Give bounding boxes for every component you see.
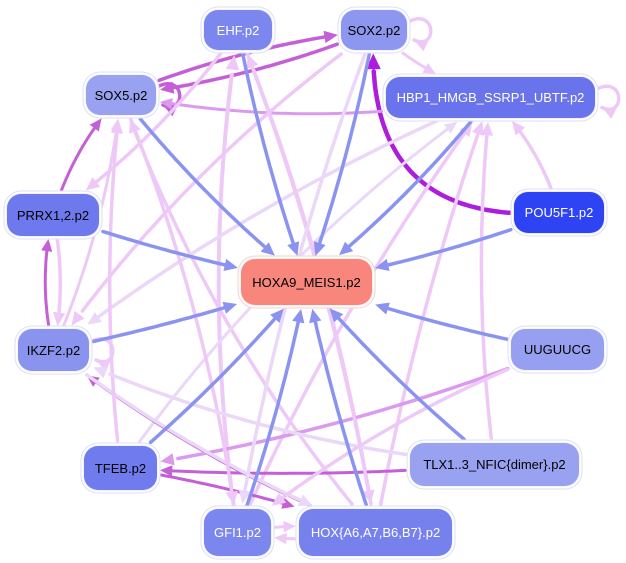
edge-gfi1-hbp1 (248, 129, 468, 507)
edge-gfi1-hoxa9-arrowhead (292, 308, 305, 324)
edge-hox-hbp1-arrowhead (472, 121, 484, 136)
edge-ikzf2-prrx-arrowhead (41, 239, 53, 252)
self-loop-sox2-arrowhead (414, 40, 429, 52)
edge-uug-hoxa9-arrowhead (375, 302, 390, 315)
edge-sox5-sox2-arrowhead (323, 30, 338, 44)
edge-hox-hoxa9-arrowhead (309, 308, 322, 324)
edge-ehf-hoxa9 (241, 52, 296, 247)
edge-gfi1-ehf-arrowhead (225, 55, 240, 71)
edge-sox5-gfi1-arrowhead (225, 490, 238, 505)
node-uug[interactable]: UUGUUCG (510, 328, 605, 371)
edge-ikzf2-hox-arrowhead (297, 494, 313, 506)
edge-tfeb-hoxa9-arrowhead (270, 308, 284, 323)
self-loop-hbp1-arrowhead (602, 107, 617, 119)
edge-hbp1-ikzf2 (97, 119, 438, 319)
edge-tlx-hbp1 (479, 134, 494, 440)
edge-ehf-hox-arrowhead (362, 489, 375, 504)
edge-tfeb-hox (159, 473, 284, 505)
edge-pou5f1-sox2-arrowhead (366, 53, 381, 70)
edge-hbp1-hoxa9 (347, 119, 473, 249)
edge-pou5f1-hoxa9-arrowhead (375, 258, 390, 272)
edge-tlx-tfeb-arrowhead (160, 465, 173, 477)
edge-prrx-sox5 (59, 125, 97, 193)
edge-hbp1-sox5-arrowhead (159, 98, 173, 110)
edge-gfi1-hoxa9 (245, 318, 301, 507)
edge-sox2-ikzf2-arrowhead (71, 310, 85, 326)
self-loop-hbp1 (596, 84, 621, 112)
edge-sox2-hoxa9-arrowhead (313, 241, 326, 256)
edge-tfeb-sox5 (107, 132, 120, 443)
edge-tlx-ikzf2-arrowhead (93, 366, 109, 379)
edge-prrx-hoxa9-arrowhead (223, 258, 238, 272)
edge-tfeb-hoxa9 (148, 315, 278, 445)
edge-sox5-hoxa9 (138, 117, 266, 248)
edge-gfi1-ehf (216, 72, 236, 507)
edge-uug-gfi1 (279, 367, 510, 501)
edge-gfi1-hox (272, 525, 286, 529)
edge-uug-hoxa9 (387, 307, 510, 342)
node-ikzf2[interactable]: IKZF2.p2 (17, 328, 90, 372)
node-gfi1[interactable]: GFI1.p2 (203, 508, 272, 557)
edge-sox5-gfi1 (128, 116, 234, 495)
edge-tlx-hoxa9 (335, 315, 466, 442)
edge-hox-sox5 (132, 127, 354, 506)
edge-tfeb-hox-arrowhead (281, 497, 295, 509)
node-pou5f1[interactable]: POU5F1.p2 (513, 191, 605, 234)
edge-sox2-hbp1 (401, 51, 428, 70)
edge-prrx-ikzf2 (55, 237, 63, 317)
edge-sox2-hoxa9 (317, 52, 372, 247)
edge-ikzf2-hoxa9-arrowhead (222, 301, 238, 314)
node-prrx[interactable]: PRRX1,2.p2 (6, 193, 100, 237)
edge-ehf-prrx (93, 51, 223, 185)
edge-tfeb-hbp1-arrowhead (444, 121, 458, 134)
edge-sox5-sox2 (157, 35, 327, 83)
edge-ikzf2-hox (84, 372, 304, 503)
edge-hbp1-ikzf2-arrowhead (87, 311, 102, 325)
edge-hox-hoxa9 (313, 318, 369, 507)
edge-pou5f1-hoxa9 (386, 227, 513, 267)
edge-sox2-sox5 (169, 42, 339, 90)
edge-pou5f1-hbp1-arrowhead (512, 121, 526, 136)
node-tlx[interactable]: TLX1..3_NFIC{dimer}.p2 (409, 442, 580, 487)
edge-hbp1-hoxa9-arrowhead (339, 241, 354, 256)
self-loop-ikzf2-arrowhead (96, 360, 111, 372)
edge-prrx-ikzf2-arrowhead (52, 311, 66, 326)
edge-sox5-hoxa9-arrowhead (260, 242, 275, 256)
edge-ikzf2-hoxa9 (91, 305, 228, 344)
edge-ikzf2-prrx (43, 248, 51, 327)
edge-hbp1-sox5 (168, 101, 384, 116)
edge-prrx-hoxa9 (101, 229, 229, 268)
edge-tlx-hbp1-arrowhead (480, 121, 494, 136)
edge-sox2-sox5-arrowhead (160, 81, 175, 94)
edge-uug-tfeb-arrowhead (160, 453, 175, 466)
edge-sox2-ikzf2 (80, 52, 343, 313)
edge-ehf-prrx-arrowhead (85, 177, 101, 191)
edge-ikzf2-sox5-arrowhead (110, 118, 123, 132)
edge-uug-gfi1-arrowhead (271, 492, 287, 506)
edge-uug-tfeb (176, 366, 510, 461)
edge-ehf-hoxa9-arrowhead (287, 241, 300, 256)
edge-gfi1-hox-arrowhead (283, 520, 296, 533)
edge-tlx-hoxa9-arrowhead (329, 308, 344, 323)
node-hbp1[interactable]: HBP1_HMGB_SSRP1_UBTF.p2 (385, 76, 596, 119)
node-hox[interactable]: HOX{A6,A7,B6,B7}.p2 (298, 508, 453, 557)
self-loop-sox2 (408, 17, 433, 44)
edge-sox2-hbp1-arrowhead (422, 62, 436, 74)
node-sox5[interactable]: SOX5.p2 (85, 74, 157, 116)
node-sox2[interactable]: SOX2.p2 (340, 9, 408, 51)
edge-sox2-gfi1-arrowhead (238, 489, 251, 504)
edge-tlx-tfeb (171, 468, 407, 475)
edge-hox-gfi1-arrowhead (274, 532, 287, 545)
node-hoxa9[interactable]: HOXA9_MEIS1.p2 (240, 258, 373, 306)
node-tfeb[interactable]: TFEB.p2 (83, 445, 158, 491)
node-ehf[interactable]: EHF.p2 (203, 9, 273, 51)
edge-pou5f1-hbp1 (518, 129, 553, 191)
edge-prrx-sox5-arrowhead (89, 118, 102, 132)
